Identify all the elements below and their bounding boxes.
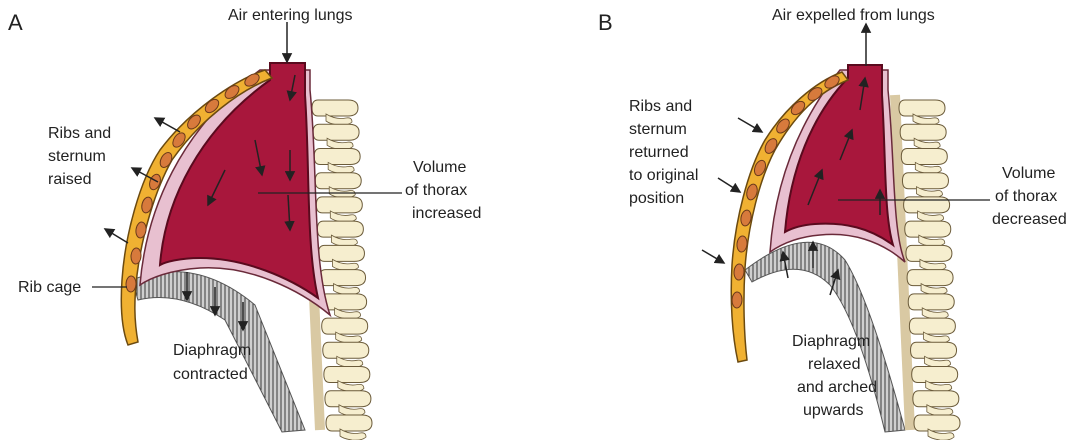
vertebra xyxy=(912,367,958,383)
panel-b-letter: B xyxy=(598,10,613,35)
ribs-raised-label: Ribs and sternum raised xyxy=(48,125,116,188)
rib-head xyxy=(126,276,137,292)
vertebra xyxy=(315,173,361,189)
ribs-returned-label: Ribs and sternum returned to original po… xyxy=(629,98,703,207)
vertebra xyxy=(324,367,370,383)
vertebra xyxy=(899,100,945,116)
diaphragm-contracted-label: Diaphragm contracted xyxy=(173,342,256,383)
vertebra xyxy=(909,318,955,334)
vertebra xyxy=(902,173,948,189)
rib-cage-label: Rib cage xyxy=(18,279,81,296)
vertebra xyxy=(314,148,360,164)
rib-head xyxy=(732,292,743,308)
rib-arrow xyxy=(155,118,180,132)
vertebra xyxy=(313,124,359,140)
vertebra xyxy=(318,245,364,261)
vertebra xyxy=(904,197,950,213)
vertebra xyxy=(316,197,362,213)
vertebra xyxy=(323,342,369,358)
vertebra xyxy=(325,391,371,407)
vertebra xyxy=(901,148,947,164)
vertebra xyxy=(914,415,960,431)
volume-decreased-label: Volume of thorax decreased xyxy=(992,165,1067,228)
vertebra xyxy=(905,221,951,237)
air-entering-label: Air entering lungs xyxy=(228,7,353,24)
rib-arrow xyxy=(718,178,740,192)
vertebra xyxy=(907,270,953,286)
air-expelled-label: Air expelled from lungs xyxy=(772,7,935,24)
rib-head xyxy=(734,264,745,281)
vertebra xyxy=(900,124,946,140)
rib-arrow xyxy=(105,229,128,243)
vertebra xyxy=(320,270,366,286)
lung xyxy=(785,65,893,245)
diaphragm-relaxed-label: Diaphragm relaxed and arched upwards xyxy=(792,333,882,419)
vertebra xyxy=(326,415,372,431)
vertebra xyxy=(913,391,959,407)
vertebra xyxy=(906,245,952,261)
panel-a-letter: A xyxy=(8,10,23,35)
volume-increased-label: Volume of thorax increased xyxy=(405,159,481,222)
vertebra xyxy=(312,100,358,116)
panel-b: B Air expelled from lungs xyxy=(598,7,1067,440)
vertebra xyxy=(322,318,368,334)
spine xyxy=(895,95,960,440)
panel-a: A Air entering lungs xyxy=(8,7,481,440)
vertebra xyxy=(317,221,363,237)
rib-arrow xyxy=(738,118,762,132)
rib-arrow xyxy=(702,250,724,263)
vertebra xyxy=(911,342,957,358)
vertebra xyxy=(908,294,954,310)
